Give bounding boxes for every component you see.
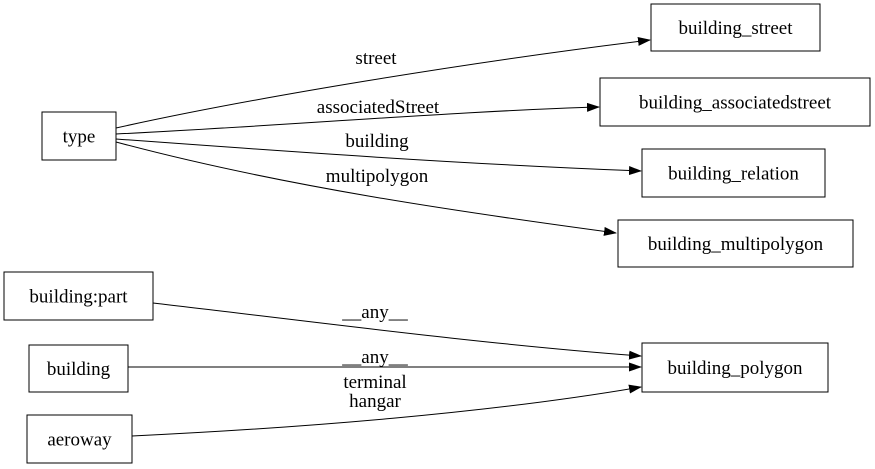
node-building_street: building_street [650,3,821,52]
node-building_associatedstreet-label: building_associatedstreet [639,93,832,114]
edge-type-to-building_street [115,36,651,129]
node-building_polygon-box [641,342,829,393]
nodes-layer: type building_street building_associatedst… [3,3,871,464]
node-aeroway-label: aeroway [47,430,112,451]
node-building-label: building [47,359,111,380]
node-type-box [41,111,117,161]
edge-building_part-to-building_polygon [152,302,642,360]
edge-label-type-to-building_street: street [355,48,397,69]
edge-type-to-building_multipolygon [115,141,617,236]
node-building_multipolygon: building_multipolygon [617,219,854,268]
node-building-box [28,344,129,393]
edge-label-type-to-building_associatedstreet: associatedStreet [317,97,440,118]
edge-type-to-building_relation [115,138,642,176]
node-building_street-label: building_street [679,18,794,39]
node-building_part-label: building:part [29,287,128,308]
node-building_associatedstreet: building_associatedstreet [599,77,871,127]
edge-aeroway-to-building_polygon [131,384,642,437]
edge-label-type-to-building_relation: building [345,131,409,152]
node-aeroway-box [26,414,133,464]
edge-type-to-building_associatedstreet [115,102,600,135]
node-building_polygon: building_polygon [641,342,829,393]
edge-label-building-to-building_polygon: __any__ [341,347,408,368]
node-type-label: type [63,127,96,148]
edge-label-building_part-to-building_polygon: __any__ [341,302,408,323]
node-type: type [41,111,117,161]
node-building_multipolygon-box [617,219,854,268]
node-building_associatedstreet-box [599,77,871,127]
node-building_relation-label: building_relation [668,164,799,185]
edge-label-type-to-building_multipolygon: multipolygon [326,166,429,187]
node-aeroway: aeroway [26,414,133,464]
node-building_part: building:part [3,271,154,321]
node-building_multipolygon-label: building_multipolygon [648,234,824,255]
node-building_street-box [650,3,821,52]
node-building_relation-box [641,148,826,198]
edge-label-aeroway-to-building_polygon: terminal [343,372,406,393]
edge-label-aeroway-to-building_polygon-line2: hangar [349,391,401,412]
node-building_part-box [3,271,154,321]
node-building_relation: building_relation [641,148,826,198]
node-building_polygon-label: building_polygon [667,358,803,379]
edges-layer: street associatedStreet building multipolyg… [115,36,651,437]
node-building: building [28,344,129,393]
